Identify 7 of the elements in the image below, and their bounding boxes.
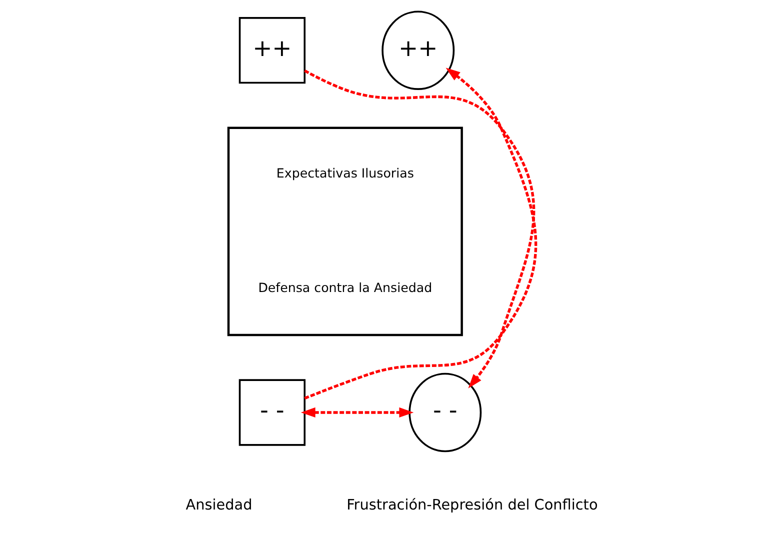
node-box: ++ xyxy=(238,17,306,84)
node-box: Expectativas Ilusorias Defensa contra la Ansiedad xyxy=(226,126,462,336)
arrow xyxy=(300,407,414,418)
node-label: Frustración-Represión del Conflicto xyxy=(346,498,598,514)
node-box: - - xyxy=(238,379,306,446)
node-circle: ++ xyxy=(381,10,454,90)
node-label: Ansiedad xyxy=(185,498,252,514)
